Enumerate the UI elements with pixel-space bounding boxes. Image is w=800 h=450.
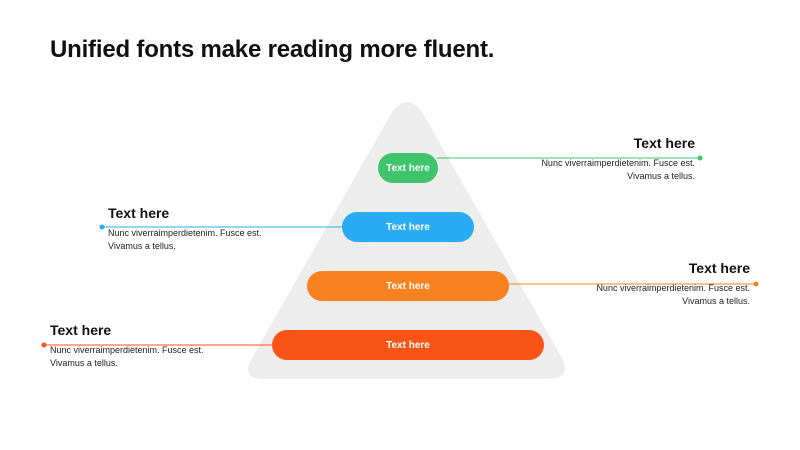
level-3-label: Text here Nunc viverraimperdietenim. Fus…	[550, 260, 750, 308]
level-1-description: Nunc viverraimperdietenim. Fusce est. Vi…	[541, 158, 695, 181]
level-3-pill: Text here	[307, 271, 509, 301]
level-2-label: Text here Nunc viverraimperdietenim. Fus…	[108, 205, 308, 253]
level-4-pill: Text here	[272, 330, 544, 360]
connector-dot-1	[697, 155, 703, 161]
connector-dot-3	[753, 281, 759, 287]
level-4-heading: Text here	[50, 322, 112, 338]
level-4-description: Nunc viverraimperdietenim. Fusce est. Vi…	[50, 345, 204, 368]
level-1-pill: Text here	[378, 153, 438, 183]
level-2-description: Nunc viverraimperdietenim. Fusce est. Vi…	[108, 228, 262, 251]
level-1-heading: Text here	[633, 135, 695, 151]
level-1-label: Text here Nunc viverraimperdietenim. Fus…	[495, 135, 695, 183]
level-4-label: Text here Nunc viverraimperdietenim. Fus…	[50, 322, 250, 370]
level-2-heading: Text here	[108, 205, 170, 221]
level-2-pill: Text here	[342, 212, 474, 242]
level-3-description: Nunc viverraimperdietenim. Fusce est. Vi…	[596, 283, 750, 306]
slide-title: Unified fonts make reading more fluent.	[50, 36, 495, 63]
connector-dot-4	[41, 342, 47, 348]
connector-dot-2	[99, 224, 105, 230]
level-3-heading: Text here	[688, 260, 750, 276]
